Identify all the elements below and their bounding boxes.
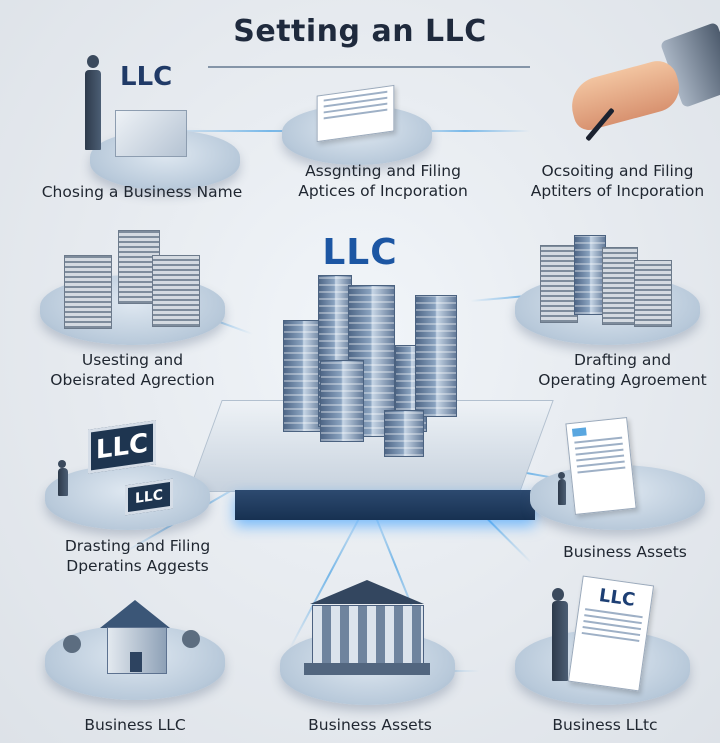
node-label: Business LLC xyxy=(84,716,186,734)
tree-icon xyxy=(182,630,200,648)
node-label: Chosing a Business Name xyxy=(41,183,243,201)
building-icon xyxy=(283,320,323,432)
bank-steps-icon xyxy=(304,663,430,675)
node-label: Drasting and Filing Dperatins Aggests xyxy=(64,537,211,575)
node-registered-agent xyxy=(40,225,230,345)
center-llc-heading: LLC xyxy=(322,232,398,273)
node-label: Business Assets xyxy=(308,716,432,734)
node-label: Usesting and Obeisrated Agrection xyxy=(50,351,215,389)
tree-icon xyxy=(63,635,81,653)
node-operating-agreement-drafting xyxy=(510,225,705,345)
title-divider xyxy=(208,66,530,68)
node-business-llc-house xyxy=(45,585,225,705)
node-llc-signs: LLC LLC xyxy=(40,420,215,530)
node-business-llc-document: LLC xyxy=(510,575,695,705)
node-signing xyxy=(550,21,720,160)
person-icon xyxy=(85,55,101,150)
node-label: Drafting and Operating Agroement xyxy=(538,351,707,389)
page-title: Setting an LLC xyxy=(233,14,487,49)
building-icon xyxy=(415,295,457,417)
building-icon xyxy=(602,247,638,325)
connector-line xyxy=(160,130,380,132)
building-icon xyxy=(574,235,606,315)
connector-line xyxy=(400,130,530,132)
node-business-assets-document xyxy=(520,417,705,530)
building-icon xyxy=(634,260,672,327)
bank-columns-icon xyxy=(312,605,424,665)
building-icon xyxy=(64,255,112,329)
building-icon xyxy=(540,245,578,323)
llc-badge: LLC xyxy=(120,62,173,92)
center-city-platform xyxy=(188,350,554,520)
house-roof-icon xyxy=(100,600,170,628)
building-icon xyxy=(152,255,200,327)
hand-icon xyxy=(565,56,685,134)
node-label: Assgnting and Filing Aptices of Incporat… xyxy=(298,162,468,200)
person-icon xyxy=(558,472,566,505)
node-label: Ocsoiting and Filing Aptiters of Incpora… xyxy=(530,162,705,200)
building-icon xyxy=(320,360,364,442)
node-label: Business Assets xyxy=(563,543,687,561)
node-business-assets-bank xyxy=(280,575,455,705)
node-label: Business LLtc xyxy=(552,716,658,734)
platform-base xyxy=(235,490,535,520)
document-icon: LLC xyxy=(567,575,655,692)
box-icon xyxy=(115,110,187,157)
person-icon xyxy=(552,588,568,681)
node-articles-of-incorporation xyxy=(282,84,432,165)
node-choosing-business-name: LLC xyxy=(60,50,240,200)
bank-pediment-icon xyxy=(310,580,424,604)
house-icon xyxy=(107,627,167,674)
person-icon xyxy=(58,460,68,496)
document-icon xyxy=(565,417,637,515)
building-icon xyxy=(384,410,424,457)
